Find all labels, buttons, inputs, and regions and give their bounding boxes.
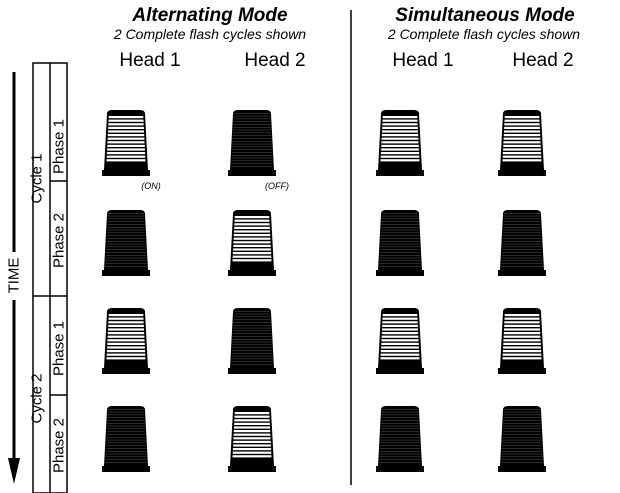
alternating-head1-beacon-on-row1 bbox=[102, 108, 150, 176]
simultaneous-head2-beacon-off-row4 bbox=[498, 404, 546, 472]
alternating-mode-subtitle: 2 Complete flash cycles shown bbox=[113, 26, 307, 42]
simultaneous-head1-beacon-off-row4 bbox=[376, 404, 424, 472]
alternating-mode-title: Alternating Mode bbox=[132, 5, 288, 26]
simultaneous-head1-label: Head 1 bbox=[392, 50, 454, 71]
alternating-head2-beacon-on-row4 bbox=[228, 404, 276, 472]
phase1-label-cycle2: Phase 1 bbox=[50, 320, 68, 377]
simultaneous-head2-beacon-on-row1 bbox=[498, 108, 546, 176]
simultaneous-head2-label: Head 2 bbox=[512, 50, 574, 71]
alternating-head1-beacon-off-row2 bbox=[102, 208, 150, 276]
alternating-head2-beacon-on-row2 bbox=[228, 208, 276, 276]
alternating-head2-beacon-off-row1 bbox=[228, 108, 276, 176]
time-axis-label: TIME bbox=[5, 257, 23, 294]
simultaneous-head1-beacon-on-row3 bbox=[376, 306, 424, 374]
head1-on-label: (ON) bbox=[141, 181, 161, 191]
cycle2-label: Cycle 2 bbox=[28, 373, 46, 424]
alternating-head1-beacon-off-row4 bbox=[102, 404, 150, 472]
phase2-label-cycle1: Phase 2 bbox=[50, 212, 68, 269]
simultaneous-mode-title: Simultaneous Mode bbox=[395, 5, 575, 26]
alternating-head2-label: Head 2 bbox=[244, 50, 306, 71]
simultaneous-head1-beacon-on-row1 bbox=[376, 108, 424, 176]
time-arrow-head bbox=[8, 458, 20, 484]
head2-off-label: (OFF) bbox=[265, 181, 289, 191]
alternating-head1-beacon-on-row3 bbox=[102, 306, 150, 374]
simultaneous-head1-beacon-off-row2 bbox=[376, 208, 424, 276]
simultaneous-head2-beacon-off-row2 bbox=[498, 208, 546, 276]
alternating-head2-beacon-off-row3 bbox=[228, 306, 276, 374]
alternating-head1-label: Head 1 bbox=[119, 50, 181, 71]
simultaneous-head2-beacon-on-row3 bbox=[498, 306, 546, 374]
phase1-label-cycle1: Phase 1 bbox=[50, 118, 68, 175]
cycle1-label: Cycle 1 bbox=[28, 153, 46, 204]
simultaneous-mode-subtitle: 2 Complete flash cycles shown bbox=[387, 26, 581, 42]
phase2-label-cycle2: Phase 2 bbox=[50, 417, 68, 474]
